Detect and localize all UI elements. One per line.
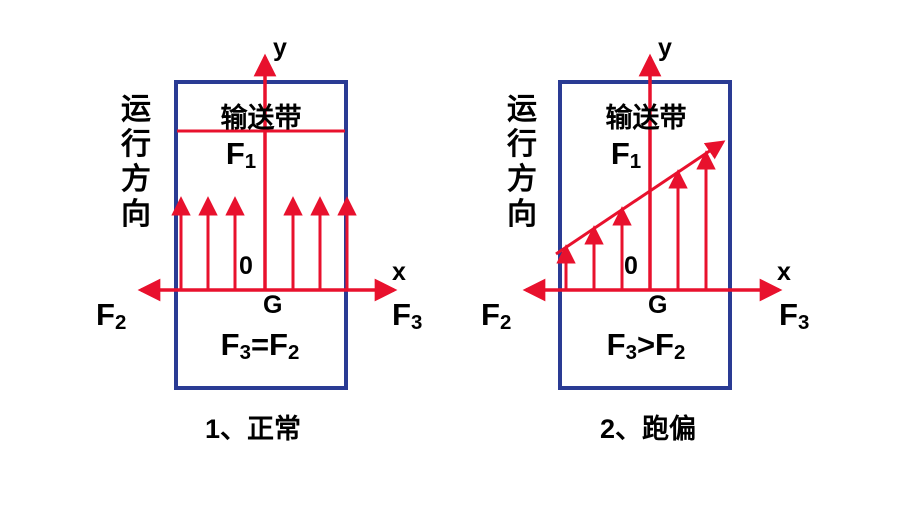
- x-axis-label: x: [392, 258, 406, 286]
- origin-label: 0: [239, 252, 253, 280]
- y-axis-label: y: [273, 34, 287, 62]
- force-f1-label: F1: [225, 136, 257, 173]
- caption-normal: 1、正常: [204, 414, 302, 444]
- force-f3-label: F3: [779, 297, 810, 334]
- force-f1-label: F1: [610, 136, 642, 173]
- force-f3-label: F3: [392, 297, 423, 334]
- force-relation: F3=F2: [220, 327, 300, 364]
- gravity-label: G: [263, 291, 283, 319]
- belt-frame: [558, 80, 732, 390]
- caption-deviation: 2、跑偏: [599, 414, 697, 444]
- diagram-normal: [137, 53, 398, 390]
- y-axis-label: y: [658, 34, 672, 62]
- belt-label: 输送带: [220, 103, 302, 133]
- diagram-deviation: [522, 53, 783, 390]
- force-f2-label: F2: [481, 297, 512, 334]
- force-relation: F3>F2: [606, 327, 686, 364]
- force-distribution-line: [555, 140, 726, 256]
- origin-label: 0: [624, 252, 638, 280]
- belt-label: 输送带: [605, 103, 687, 133]
- direction-label: 运行方向: [507, 93, 537, 231]
- force-f2-label: F2: [96, 297, 127, 334]
- direction-label: 运行方向: [121, 93, 151, 231]
- x-axis-label: x: [777, 258, 791, 286]
- gravity-label: G: [648, 291, 668, 319]
